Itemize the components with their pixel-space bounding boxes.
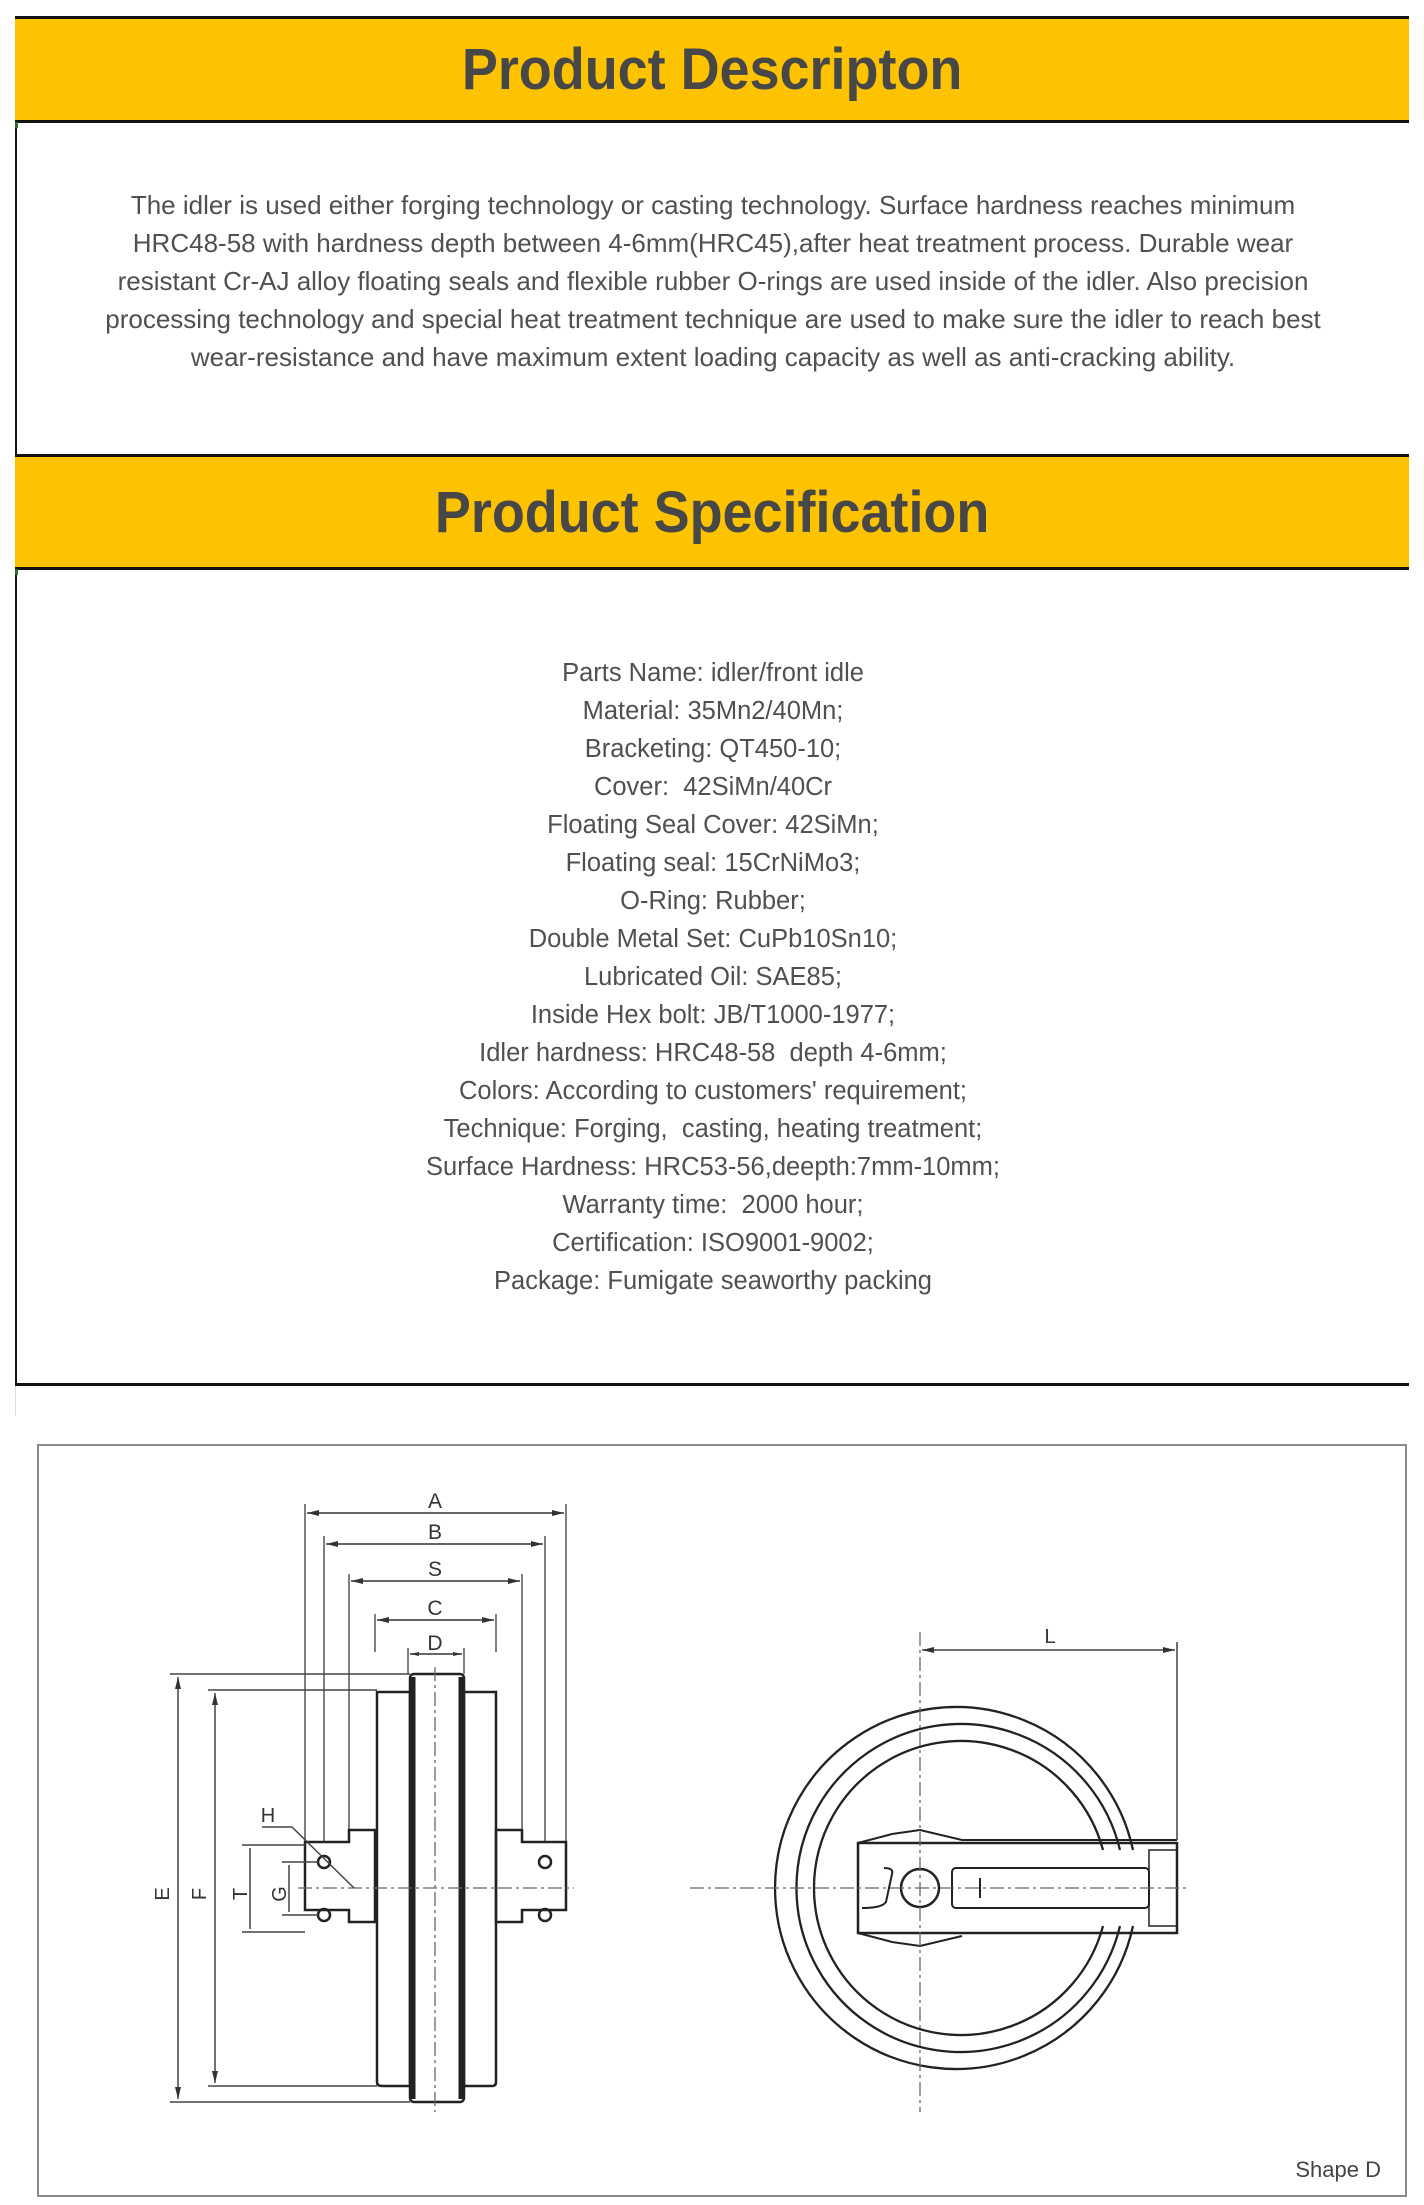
description-line: The idler is used either forging technol…: [130, 190, 1296, 220]
spec-item: Surface Hardness: HRC53-56,deepth:7mm-10…: [426, 1153, 1000, 1181]
svg-text:D: D: [427, 1632, 442, 1655]
svg-text:L: L: [1044, 1626, 1055, 1648]
specification-frame: [15, 454, 1411, 1386]
spec-item: O-Ring: Rubber;: [620, 887, 806, 915]
svg-text:G: G: [269, 1886, 291, 1902]
description-line: processing technology and special heat t…: [105, 304, 1321, 334]
svg-text:F: F: [189, 1888, 211, 1900]
spec-item: Lubricated Oil: SAE85;: [584, 963, 842, 991]
description-text: The idler is used either forging technol…: [17, 186, 1409, 376]
spec-item: Double Metal Set: CuPb10Sn10;: [528, 925, 898, 953]
spec-item: Warranty time: 2000 hour;: [562, 1191, 864, 1219]
svg-text:S: S: [428, 1558, 442, 1581]
svg-text:C: C: [427, 1597, 442, 1620]
spec-item: Floating seal: 15CrNiMo3;: [565, 849, 861, 877]
svg-text:E: E: [152, 1887, 174, 1900]
spec-item: Package: Fumigate seaworthy packing: [494, 1267, 932, 1295]
shape-label: Shape D: [1295, 2157, 1381, 2182]
svg-text:T: T: [230, 1888, 252, 1900]
spec-item: Colors: According to customers' requirem…: [459, 1077, 967, 1105]
section-divider: [15, 1383, 1409, 1386]
spec-item: Idler hardness: HRC48-58 depth 4-6mm;: [479, 1039, 947, 1067]
idler-drawing-icon: A B S C D E F T G H: [152, 1490, 1190, 2112]
technical-drawing: A B S C D E F T G H: [37, 1444, 1407, 2197]
description-line: wear-resistance and have maximum extent …: [190, 342, 1236, 372]
svg-text:B: B: [428, 1521, 442, 1544]
corner-marker: [15, 122, 18, 128]
spec-item: Technique: Forging, casting, heating tre…: [443, 1115, 983, 1143]
specification-title: Product Specification: [434, 479, 990, 545]
divider-artifact: [15, 1386, 16, 1416]
spec-item: Material: 35Mn2/40Mn;: [582, 697, 844, 725]
svg-text:H: H: [261, 1805, 275, 1827]
spec-item: Bracketing: QT450-10;: [584, 735, 842, 763]
description-frame: [15, 16, 1411, 456]
spec-item: Parts Name: idler/front idle: [562, 659, 864, 687]
corner-marker: [15, 569, 18, 575]
description-line: resistant Cr-AJ alloy floating seals and…: [117, 266, 1309, 296]
spec-item: Inside Hex bolt: JB/T1000-1977;: [530, 1001, 896, 1029]
description-line: HRC48-58 with hardness depth between 4-6…: [132, 228, 1294, 258]
spec-item: Cover: 42SiMn/40Cr: [593, 773, 833, 801]
specification-list: Parts Name: idler/front idle Material: 3…: [17, 654, 1409, 1300]
spec-item: Floating Seal Cover: 42SiMn;: [547, 811, 879, 839]
svg-text:A: A: [428, 1490, 442, 1513]
description-header: Product Descripton: [15, 16, 1409, 128]
spec-item: Certification: ISO9001-9002;: [552, 1229, 874, 1257]
description-title: Product Descripton: [461, 37, 963, 102]
specification-header: Product Specification: [15, 454, 1409, 575]
